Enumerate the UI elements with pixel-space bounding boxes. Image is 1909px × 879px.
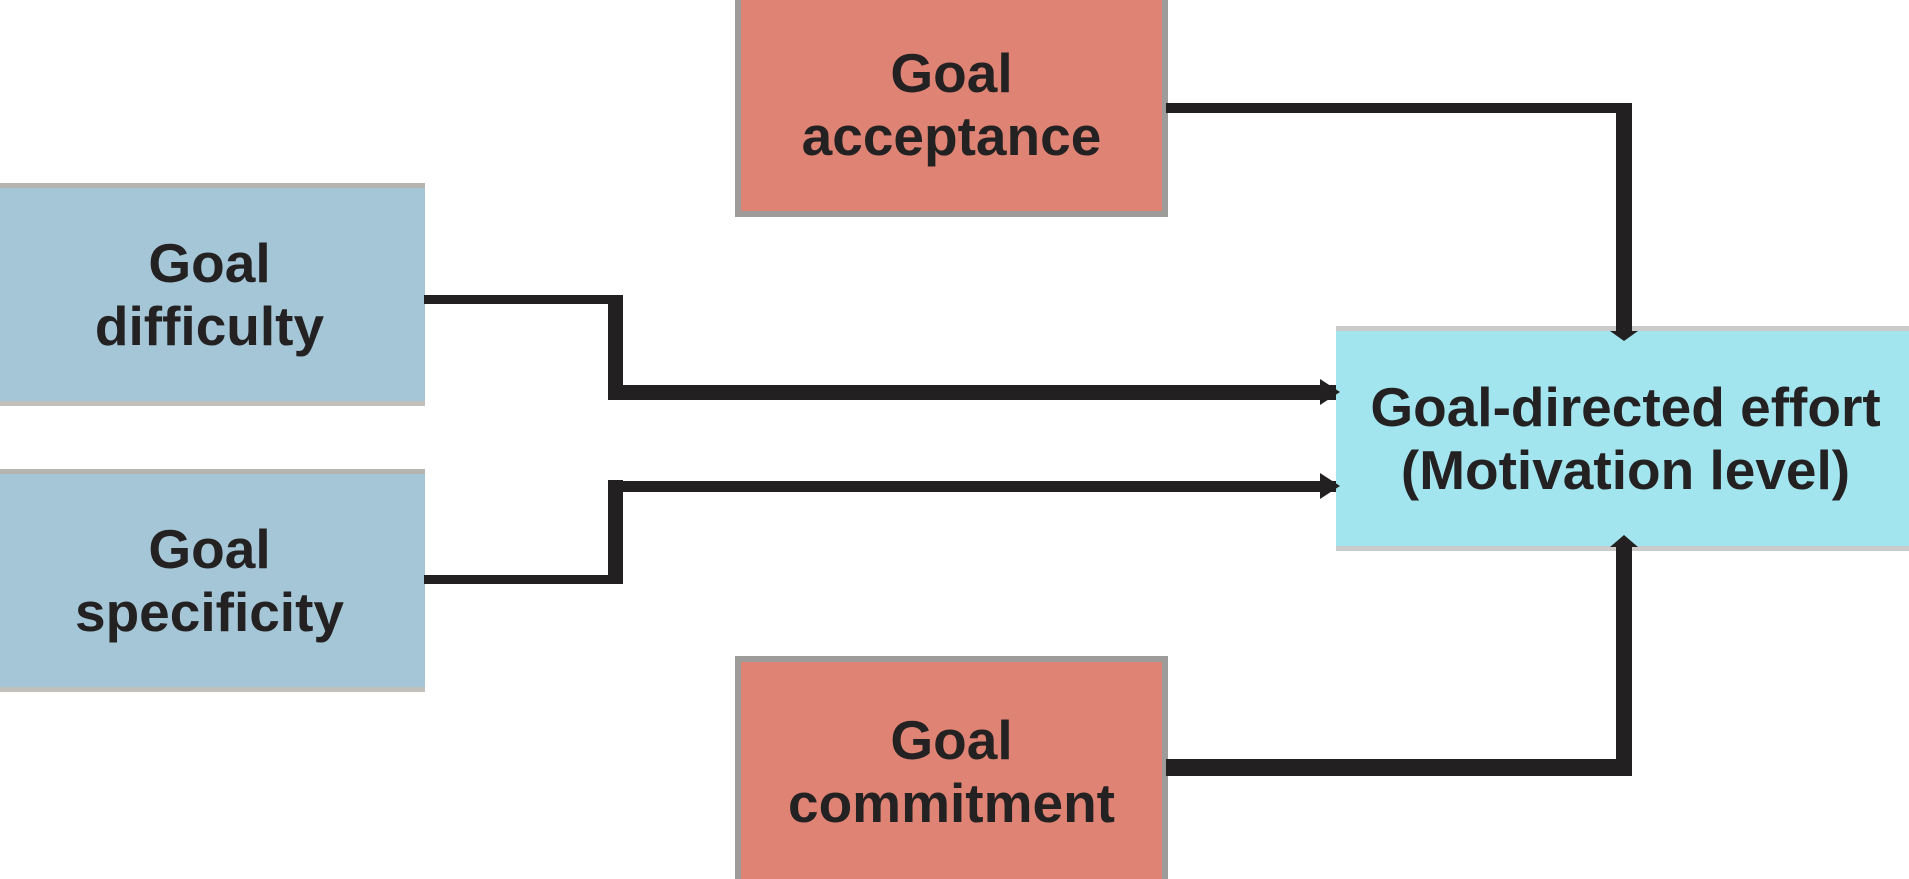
node-goal-difficulty-label-line2: difficulty xyxy=(94,294,325,357)
node-goal-commitment-label-line1: Goal xyxy=(890,708,1013,771)
node-goal-specificity-label-line1: Goal xyxy=(148,517,271,580)
node-goal-commitment: Goal commitment xyxy=(735,656,1168,879)
arrowhead-acceptance-icon xyxy=(1610,331,1638,341)
connector-commitment-segment-1 xyxy=(1166,759,1632,776)
node-goal-directed-effort-label-line1: Goal-directed effort xyxy=(1370,375,1881,438)
node-goal-acceptance-label-line1: Goal xyxy=(890,41,1013,104)
node-goal-directed-effort-label-line2: (Motivation level) xyxy=(1400,438,1851,501)
node-goal-directed-effort: Goal-directed effort (Motivation level) xyxy=(1336,326,1909,551)
connector-difficulty-segment-2 xyxy=(608,295,623,400)
node-goal-commitment-label-line2: commitment xyxy=(788,771,1115,834)
node-goal-specificity-label-line2: specificity xyxy=(74,580,344,643)
arrowhead-difficulty-icon xyxy=(1320,379,1340,405)
connector-acceptance-segment-1 xyxy=(1166,103,1632,113)
node-goal-specificity: Goal specificity xyxy=(0,469,425,692)
connector-difficulty-segment-3 xyxy=(608,385,1336,400)
connector-specificity-segment-3 xyxy=(608,481,1336,492)
arrowhead-commitment-icon xyxy=(1610,535,1638,547)
connector-difficulty-segment-1 xyxy=(424,295,623,304)
connector-commitment-segment-2 xyxy=(1616,547,1632,776)
node-goal-acceptance: Goal acceptance xyxy=(735,0,1168,217)
connector-specificity-segment-2 xyxy=(608,480,623,584)
node-goal-difficulty: Goal difficulty xyxy=(0,183,425,406)
connector-specificity-segment-1 xyxy=(424,575,623,584)
connector-acceptance-segment-2 xyxy=(1616,103,1632,331)
arrowhead-specificity-icon xyxy=(1320,473,1340,499)
node-goal-difficulty-label-line1: Goal xyxy=(148,231,271,294)
node-goal-acceptance-label-line2: acceptance xyxy=(801,104,1102,167)
